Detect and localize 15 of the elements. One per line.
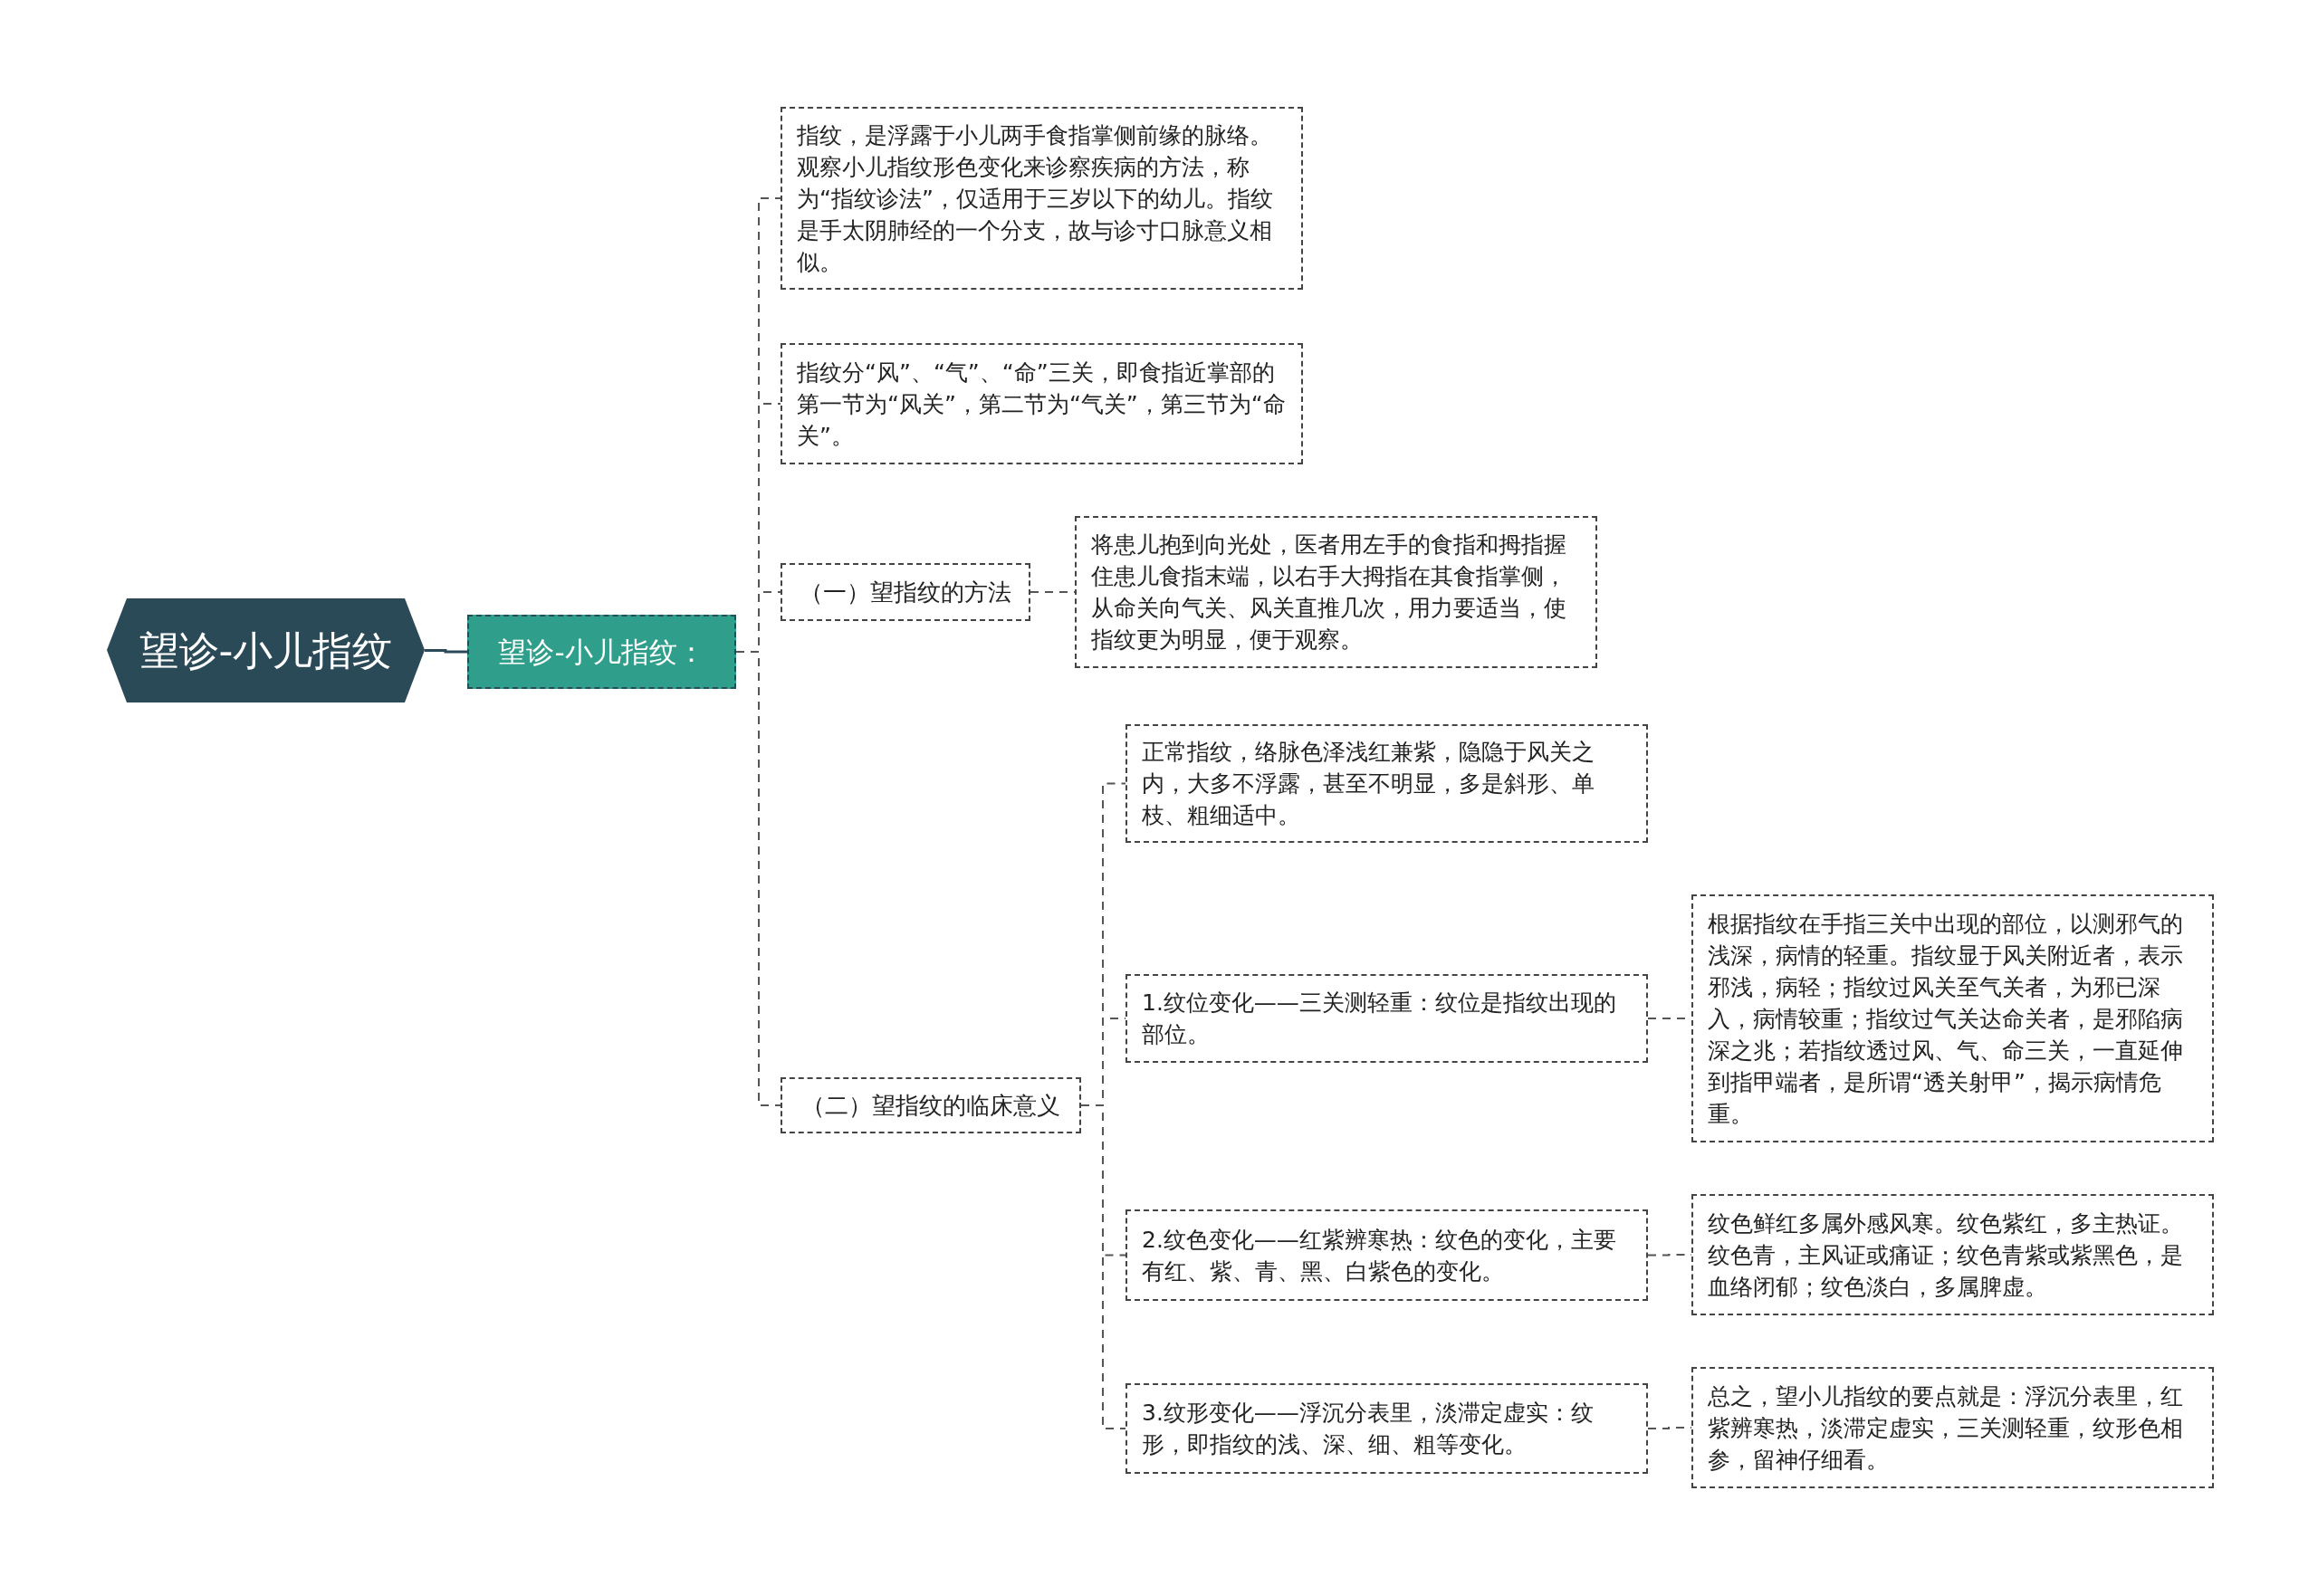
text-note-box: 总之，望小儿指纹的要点就是：浮沉分表里，红紫辨寒热，淡滞定虚实，三关测轻重，纹形色相参，留神仔细看。 [1691, 1367, 2214, 1488]
connector-line [425, 649, 467, 654]
root-topic-hexagon: 望诊-小儿指纹 [107, 598, 425, 702]
text-note-box: 指纹分“风”、“气”、“命”三关，即食指近掌部的第一节为“风关”，第二节为“气关”，第三节为“命关”。 [781, 343, 1303, 464]
text-note-box: 2.纹色变化——红紫辨寒热：纹色的变化，主要有红、紫、青、黑、白紫色的变化。 [1125, 1209, 1648, 1301]
branch-topic-box: （二）望指纹的临床意义 [781, 1077, 1081, 1133]
main-topic-box: 望诊-小儿指纹： [467, 615, 736, 689]
text-note-box: 3.纹形变化——浮沉分表里，淡滞定虚实：纹形，即指纹的浅、深、细、粗等变化。 [1125, 1383, 1648, 1474]
text-note-box: 1.纹位变化——三关测轻重：纹位是指纹出现的部位。 [1125, 974, 1648, 1063]
text-note-box: 正常指纹，络脉色泽浅红兼紫，隐隐于风关之内，大多不浮露，甚至不明显，多是斜形、单枝、粗细适中。 [1125, 724, 1648, 843]
text-note-box: 根据指纹在手指三关中出现的部位，以测邪气的浅深，病情的轻重。指纹显于风关附近者，表示邪浅，病轻；指纹过风关至气关者，为邪已深入，病情较重；指纹过气关达命关者，是邪陷病深之兆；若指纹透过风、气、命三关，一直延伸到指甲端者，是所谓“透关射甲”，揭示病情危重。 [1691, 894, 2214, 1142]
text-note-box: 将患儿抱到向光处，医者用左手的食指和拇指握住患儿食指末端，以右手大拇指在其食指掌侧，从命关向气关、风关直推几次，用力要适当，使指纹更为明显，便于观察。 [1075, 516, 1597, 668]
text-note-box: 纹色鲜红多属外感风寒。纹色紫红，多主热证。纹色青，主风证或痛证；纹色青紫或紫黑色，是血络闭郁；纹色淡白，多属脾虚。 [1691, 1194, 2214, 1315]
branch-topic-box: （一）望指纹的方法 [781, 563, 1030, 621]
text-note-box: 指纹，是浮露于小儿两手食指掌侧前缘的脉络。观察小儿指纹形色变化来诊察疾病的方法，称为“指纹诊法”，仅适用于三岁以下的幼儿。指纹是手太阴肺经的一个分支，故与诊寸口脉意义相似。 [781, 107, 1303, 290]
